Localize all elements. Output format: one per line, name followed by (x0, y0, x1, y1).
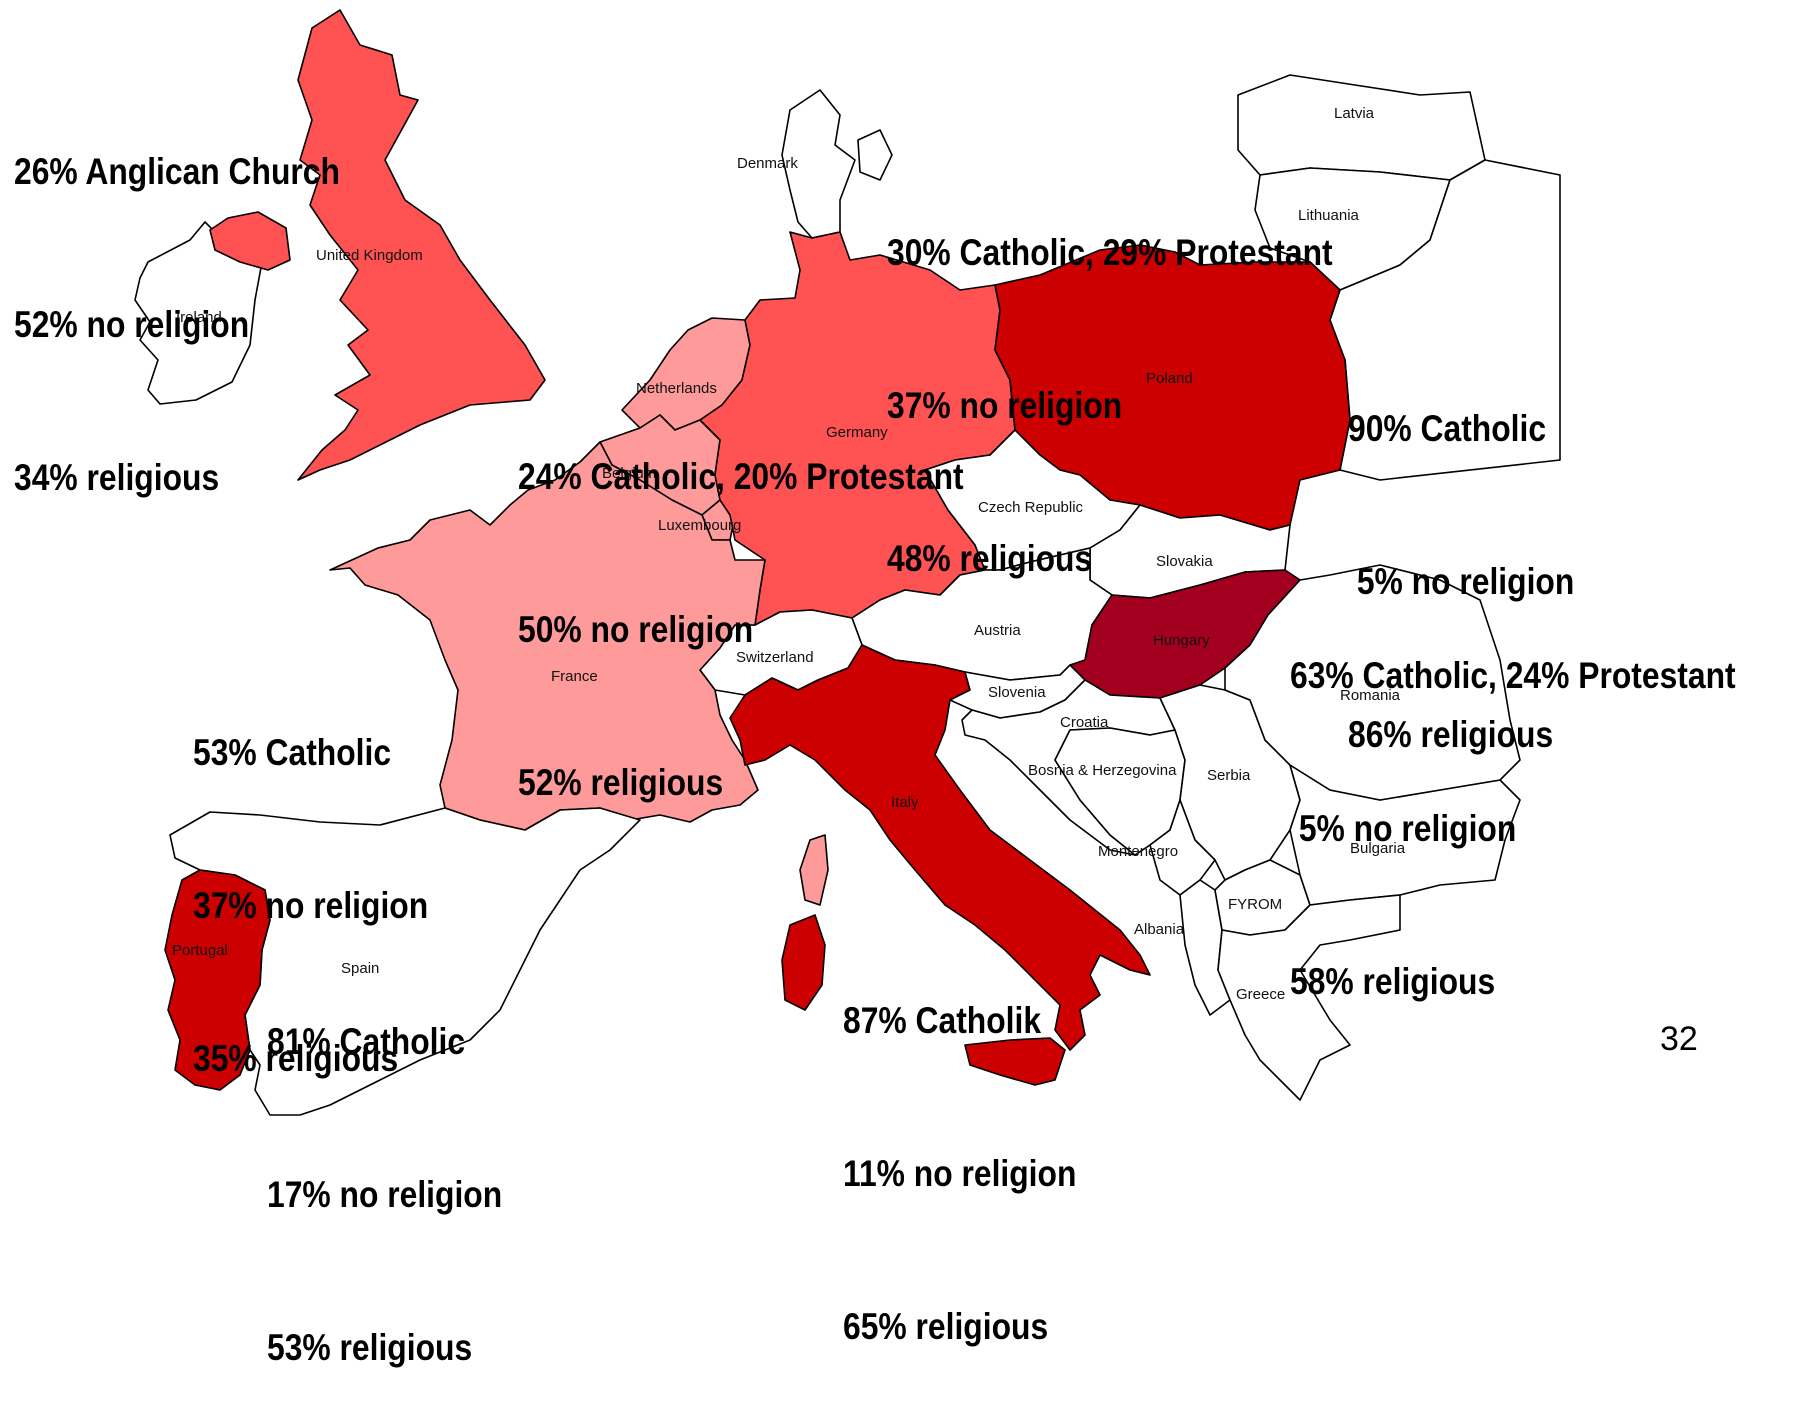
stats-east-germany: 30% Catholic, 29% Protestant 37% no reli… (887, 125, 1333, 635)
portugal-shape (164, 869, 271, 1091)
label-denmark: Denmark (737, 155, 798, 172)
greece-shape (1217, 894, 1401, 1101)
northern-ireland-shape (209, 211, 291, 271)
label-france: France (551, 668, 598, 685)
label-bulgaria: Bulgaria (1350, 840, 1406, 857)
stats-poland-line-2: 5% no religion (1348, 561, 1575, 602)
label-luxembourg: Luxembourg (658, 517, 741, 534)
label-hungary: Hungary (1153, 632, 1210, 649)
stats-poland: 90% Catholic 5% no religion 86% religiou… (1348, 301, 1574, 811)
stats-west-germany: 24% Catholic, 20% Protestant 50% no reli… (518, 349, 964, 859)
label-netherlands: Netherlands (636, 380, 717, 397)
uk-shape (297, 9, 546, 481)
denmark-island-shape (857, 129, 893, 181)
stats-west-germany-line-1: 24% Catholic, 20% Protestant (518, 456, 964, 497)
france-shape (329, 441, 766, 831)
stats-west-germany-line-3: 52% religious (518, 762, 724, 803)
label-italy: Italy (891, 794, 919, 811)
stats-france-line-1: 53% Catholic (193, 732, 392, 773)
italy-shape (729, 644, 1151, 1051)
stats-uk-line-3: 34% religious (14, 457, 220, 498)
stats-italy: 87% Catholik 11% no religion 65% religio… (843, 893, 1076, 1403)
label-bosnia: Bosnia & Herzegovina (1028, 762, 1177, 779)
stats-portugal: 81% Catholic 17% no religion 53% religio… (267, 914, 502, 1424)
label-croatia: Croatia (1060, 714, 1109, 731)
stats-west-germany-line-2: 50% no religion (518, 609, 754, 650)
label-albania: Albania (1134, 921, 1185, 938)
stats-poland-line-1: 90% Catholic (1348, 408, 1547, 449)
stats-east-germany-line-1: 30% Catholic, 29% Protestant (887, 232, 1333, 273)
label-uk: United Kingdom (316, 247, 423, 264)
label-ireland: Ireland (176, 309, 222, 326)
stats-hungary-line-2: 5% no religion (1290, 808, 1517, 849)
label-austria: Austria (974, 622, 1021, 639)
label-montenegro: Montenegro (1098, 843, 1178, 860)
stats-france-line-3: 35% religious (193, 1038, 399, 1079)
stats-poland-line-3: 86% religious (1348, 714, 1554, 755)
montenegro-shape (1149, 799, 1216, 896)
stats-portugal-line-1: 81% Catholic (267, 1021, 466, 1062)
stats-portugal-line-3: 53% religious (267, 1327, 473, 1368)
stats-italy-line-3: 65% religious (843, 1306, 1049, 1347)
label-romania: Romania (1340, 687, 1401, 704)
stats-east-germany-line-2: 37% no religion (887, 385, 1123, 426)
corsica-shape (799, 834, 829, 906)
stats-italy-line-1: 87% Catholik (843, 1000, 1042, 1041)
romania-shape (1224, 564, 1521, 801)
stats-uk: 26% Anglican Church 52% no religion 34% … (14, 44, 340, 554)
stats-hungary: 63% Catholic, 24% Protestant 5% no relig… (1290, 548, 1736, 1058)
stats-east-germany-line-3: 48% religious (887, 538, 1093, 579)
label-spain: Spain (341, 960, 379, 977)
label-czech: Czech Republic (978, 499, 1084, 516)
label-slovenia: Slovenia (988, 684, 1046, 701)
label-belgium: Belgium (602, 465, 656, 482)
label-switzerland: Switzerland (736, 649, 814, 666)
label-lithuania: Lithuania (1298, 207, 1360, 224)
stats-italy-line-2: 11% no religion (843, 1153, 1077, 1194)
europe-map: Ireland United Kingdom Denmark Latvia Li… (134, 9, 1561, 1116)
stats-france: 53% Catholic 37% no religion 35% religio… (193, 625, 428, 1135)
label-serbia: Serbia (1207, 767, 1251, 784)
label-poland: Poland (1146, 370, 1193, 387)
label-greece: Greece (1236, 986, 1285, 1003)
label-germany: Germany (826, 424, 888, 441)
label-portugal: Portugal (172, 942, 228, 959)
stats-hungary-line-1: 63% Catholic, 24% Protestant (1290, 655, 1736, 696)
stats-uk-line-2: 52% no religion (14, 304, 250, 345)
label-latvia: Latvia (1334, 105, 1375, 122)
sardinia-shape (781, 914, 826, 1011)
stats-france-line-2: 37% no religion (193, 885, 429, 926)
stats-uk-line-1: 26% Anglican Church (14, 151, 340, 192)
denmark-shape (781, 89, 856, 239)
stats-hungary-line-3: 58% religious (1290, 961, 1496, 1002)
stats-portugal-line-2: 17% no religion (267, 1174, 503, 1215)
label-slovakia: Slovakia (1156, 553, 1213, 570)
label-fyrom: FYROM (1228, 896, 1282, 913)
sicily-shape (964, 1037, 1066, 1086)
page-number: 32 (1660, 1020, 1698, 1058)
